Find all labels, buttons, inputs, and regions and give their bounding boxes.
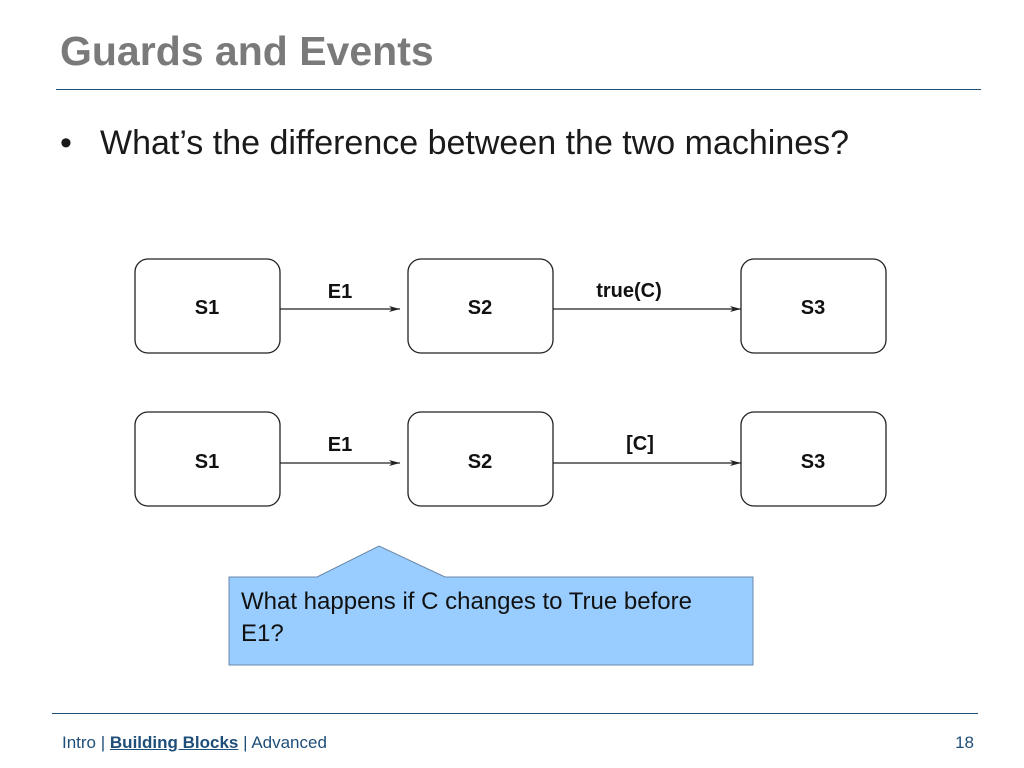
nav-separator: | [96,733,110,752]
state-box-s1: S1 [134,258,281,354]
state-label: S2 [468,297,492,319]
machine-2: S1 S2 S3 E1 [C] [134,411,887,507]
state-label: S2 [468,451,492,473]
transition-label: [C] [626,433,654,455]
transition-label: E1 [328,434,352,456]
callout-text: What happens if C changes to True before… [241,588,692,647]
nav-separator: | [238,733,252,752]
state-box-s3: S3 [740,258,887,354]
state-label: S3 [801,451,825,473]
bullet-item: • What’s the difference between the two m… [60,124,849,163]
transition-label: true(C) [596,280,662,302]
nav-intro-link[interactable]: Intro [62,733,97,752]
state-label: S3 [801,297,825,319]
footer-divider [52,713,978,714]
page-number: 18 [955,733,974,752]
state-box-s1: S1 [134,411,281,507]
nav-advanced-link[interactable]: Advanced [251,733,327,752]
state-box-s3: S3 [740,411,887,507]
transition-label: E1 [328,281,352,303]
state-label: S1 [195,297,219,319]
state-box-s2: S2 [407,411,554,507]
footer-breadcrumb: Intro | Building Blocks | Advanced [62,733,327,753]
nav-building-blocks-link[interactable]: Building Blocks [109,733,239,752]
bullet-symbol: • [60,124,72,162]
state-box-s2: S2 [407,258,554,354]
bullet-text: What’s the difference between the two ma… [100,124,850,162]
machine-1: S1 S2 S3 E1 true(C) [134,258,887,354]
state-label: S1 [195,451,219,473]
slide-title: Guards and Events [60,28,434,74]
title-divider [56,89,981,90]
